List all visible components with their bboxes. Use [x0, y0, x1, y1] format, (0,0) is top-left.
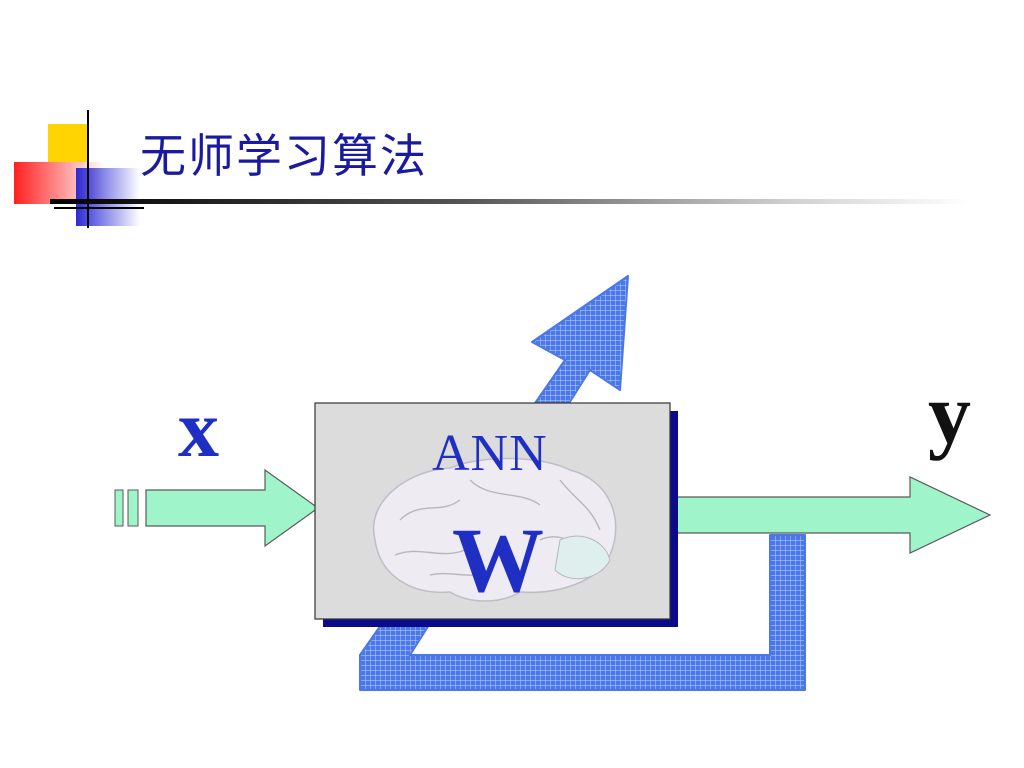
title-divider	[50, 199, 970, 204]
slide-title: 无师学习算法	[140, 129, 428, 183]
output-label: y	[928, 365, 971, 461]
input-label: x	[178, 383, 219, 474]
output-arrow-icon	[671, 476, 992, 554]
feedback-arrow-icon	[359, 275, 806, 691]
input-arrow-icon	[114, 468, 320, 548]
weight-label: W	[452, 509, 544, 611]
brain-icon	[372, 457, 617, 602]
ann-label: ANN	[432, 425, 548, 482]
title-ornament	[14, 110, 144, 230]
